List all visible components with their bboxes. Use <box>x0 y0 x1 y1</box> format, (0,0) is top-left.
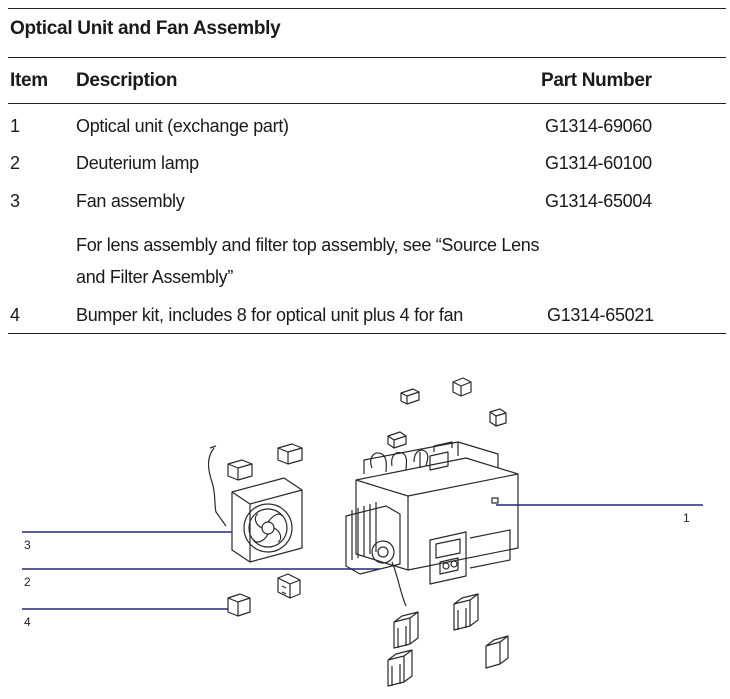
fan-bumper-3 <box>277 573 301 599</box>
row-3-description: Fan assembly <box>76 191 185 211</box>
row-2-part-number: G1314-60100 <box>545 153 652 173</box>
row-2-description: Deuterium lamp <box>76 153 199 173</box>
callout-label-1: 1 <box>683 511 690 525</box>
optical-unit <box>345 441 519 607</box>
bumper-top-4 <box>387 431 407 449</box>
row-1-part-number: G1314-69060 <box>545 116 652 136</box>
note-line-2: and Filter Assembly” <box>76 267 234 287</box>
bottom-bumper-1 <box>393 611 419 649</box>
header-part-number: Part Number <box>541 70 652 91</box>
callout-label-4: 4 <box>24 615 31 629</box>
row-3-item: 3 <box>10 191 20 211</box>
fan-bumper-1 <box>227 459 253 481</box>
table-title: Optical Unit and Fan Assembly <box>10 18 281 39</box>
row-4-part-number: G1314-65021 <box>547 305 654 325</box>
callout-label-3: 3 <box>24 538 31 552</box>
header-description: Description <box>76 70 178 91</box>
row-3-part-number: G1314-65004 <box>545 191 652 211</box>
row-2-item: 2 <box>10 153 20 173</box>
bumper-top-2 <box>452 377 472 397</box>
bumper-top-1 <box>400 388 420 405</box>
row-1-item: 1 <box>10 116 20 136</box>
callout-lines <box>22 504 703 610</box>
title-rule <box>8 57 726 58</box>
bottom-bumper-4 <box>387 649 413 687</box>
row-4-description: Bumper kit, includes 8 for optical unit … <box>76 305 464 325</box>
callout-label-2: 2 <box>24 575 31 589</box>
header-rule <box>8 103 726 104</box>
row-4-item: 4 <box>10 305 20 325</box>
fan-bumper-4 <box>227 593 251 617</box>
bottom-bumper-3 <box>485 635 509 669</box>
row-1-description: Optical unit (exchange part) <box>76 116 289 136</box>
bumper-top-3 <box>489 408 507 427</box>
bottom-rule <box>8 333 726 334</box>
exploded-view-drawing: 1 3 2 4 <box>22 377 703 687</box>
top-rule <box>8 8 726 9</box>
header-item: Item <box>10 70 48 91</box>
fan-bumper-2 <box>277 443 303 465</box>
bottom-bumper-2 <box>453 593 479 631</box>
fan-assembly <box>231 477 303 563</box>
note-line-1: For lens assembly and filter top assembl… <box>76 235 540 255</box>
fan-cable <box>207 447 227 527</box>
